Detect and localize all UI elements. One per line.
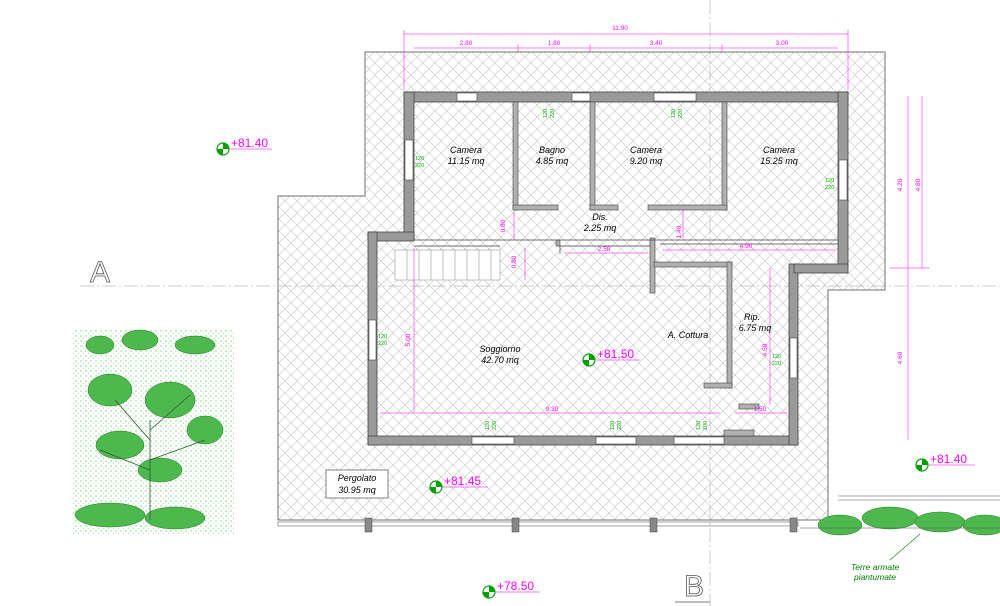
window-label: 120 (696, 421, 702, 430)
window-label: 220 (825, 185, 834, 191)
pergolato-label: Pergolato 30.95 mq (325, 469, 389, 499)
dimension-labels: 11.90 2.80 1.80 3.40 3.00 4.20 4.80 4.60… (405, 25, 922, 413)
room-name: A. Cottura (667, 330, 709, 340)
room-labels: Camera 11.15 mq Bagno 4.85 mq Camera 9.2… (448, 145, 798, 365)
dim-right-1: 4.20 (897, 178, 904, 191)
window-labels: 120 220 120 220 120 220 120 220 120 220 … (378, 109, 834, 430)
room-name: Camera (450, 145, 482, 155)
dim-interior-8: 9.30 (546, 406, 559, 413)
window-label: 220 (378, 341, 387, 347)
room-area: 15.25 mq (760, 156, 798, 166)
level-label: +81.40 (930, 452, 967, 466)
window-label: 120 (772, 354, 781, 360)
room-name: Camera (763, 145, 795, 155)
room-area: 42.70 mq (481, 355, 519, 365)
dim-top-1: 2.80 (460, 40, 473, 47)
room-name: Bagno (539, 145, 565, 155)
stair (394, 249, 501, 281)
dim-top-2: 1.80 (548, 40, 561, 47)
dim-interior-4: 1.40 (676, 225, 683, 238)
level-label: +81.50 (597, 347, 634, 361)
level-icon (216, 142, 230, 156)
level-label: +81.45 (444, 474, 481, 488)
room-area: 9.20 mq (630, 156, 663, 166)
room-area: 2.25 mq (583, 223, 617, 233)
dim-top-3: 3.40 (650, 40, 663, 47)
greenery (72, 329, 1000, 536)
level-icon (915, 458, 929, 472)
dimension-lines (380, 30, 930, 440)
room-name: Dis. (592, 212, 608, 222)
dim-interior-9: 1.50 (754, 406, 767, 413)
room-name: Rip. (744, 312, 760, 322)
level-label: +81.40 (231, 136, 268, 150)
window-label: 120 (378, 334, 387, 340)
dim-right-2: 4.80 (915, 178, 922, 191)
window-label: 120 (825, 178, 834, 184)
window-label: 120 (543, 109, 549, 118)
dim-interior-7: 4.50 (762, 343, 769, 356)
section-markers: A B (90, 256, 710, 603)
dim-interior-6: 5.00 (405, 333, 412, 346)
window-label: 220 (617, 421, 623, 430)
level-icon (429, 480, 443, 494)
level-icon (582, 353, 596, 367)
window-label: 220 (492, 421, 498, 430)
window-label: 220 (415, 163, 424, 169)
section-label-a: A (90, 256, 110, 289)
dim-right-3: 4.60 (897, 351, 904, 364)
window-label: 120 (485, 421, 491, 430)
dim-interior-2: 0.80 (511, 255, 518, 268)
terrain-annotation: Terre armate piantumate (851, 533, 921, 582)
room-area: 11.15 mq (448, 156, 485, 166)
terrain-label-line2: piantumate (853, 572, 896, 582)
dim-interior-3: 2.50 (598, 246, 611, 253)
dim-overall: 11.90 (612, 25, 628, 32)
section-label-b: B (684, 570, 704, 603)
window-label: 220 (772, 361, 781, 367)
dim-top-4: 3.00 (776, 40, 789, 47)
thin-partitions (414, 239, 838, 254)
level-icon (482, 585, 496, 599)
window-label: 100 (703, 421, 709, 430)
room-area: 4.85 mq (536, 156, 569, 166)
section-lines (80, 0, 1000, 606)
level-label: +78.50 (497, 579, 534, 593)
window-label: 120 (610, 421, 616, 430)
windows (368, 92, 848, 445)
interior-walls (512, 101, 760, 437)
room-area: 30.95 mq (338, 485, 376, 495)
dim-interior-5: 4.90 (740, 243, 753, 250)
room-name: Pergolato (338, 473, 377, 483)
window-label: 120 (671, 109, 677, 118)
room-name: Camera (630, 145, 662, 155)
window-label: 120 (415, 156, 424, 162)
window-label: 220 (550, 109, 556, 118)
room-name: Soggiorno (479, 344, 520, 354)
terrain-label-line1: Terre armate (851, 562, 900, 572)
dim-interior-1: 0.80 (500, 219, 507, 232)
window-label: 220 (678, 109, 684, 118)
pergola-posts (277, 517, 799, 533)
level-markers: +81.40 +81.50 +81.45 +81.40 +78.50 (216, 136, 975, 599)
room-area: 6.75 mq (739, 323, 772, 333)
